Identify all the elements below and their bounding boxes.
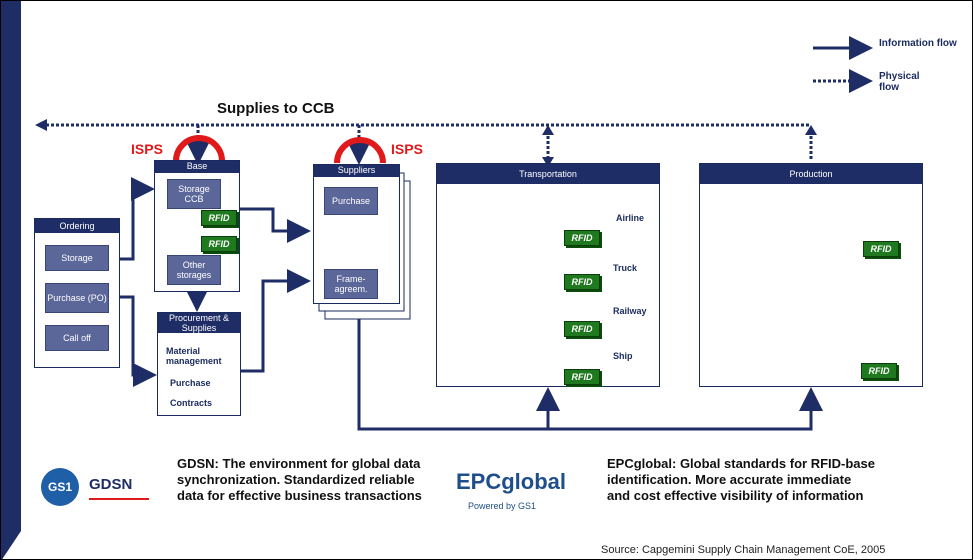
isps-label-suppliers: ISPS (391, 141, 423, 157)
suppliers-title: Suppliers (314, 165, 399, 177)
epc-description: EPCglobal: Global standards for RFID-bas… (607, 456, 875, 503)
mode-truck: Truck (613, 263, 638, 273)
mode-airline: Airline (616, 213, 645, 223)
gdsn-logo: GS1 GDSN (41, 468, 161, 508)
transportation-title: Transportation (437, 164, 659, 184)
ordering-title: Ordering (35, 219, 119, 233)
procurement-title: Procurement & Supplies (158, 313, 240, 333)
supplies-label: Supplies to CCB (217, 100, 335, 117)
procurement-box: Procurement & Supplies Material manageme… (157, 312, 241, 416)
procurement-contracts: Contracts (170, 398, 213, 408)
left-sidebar-shape (1, 1, 21, 559)
gdsn-description: GDSN: The environment for global data sy… (177, 456, 422, 503)
base-other: Other storages (167, 255, 221, 285)
epc-logo: EPCglobal Powered by GS1 (456, 469, 586, 519)
procurement-purchase: Purchase (170, 378, 211, 388)
rfid-tag: RFID (863, 241, 899, 257)
suppliers-box: Suppliers Purchase Frame-agreem. (313, 164, 400, 304)
production-title: Production (700, 164, 922, 184)
rfid-tag: RFID (564, 369, 600, 385)
rfid-tag: RFID (201, 210, 237, 226)
transportation-box: Transportation (436, 163, 660, 387)
ordering-box: Ordering Storage Purchase (PO) Call off (34, 218, 120, 368)
gs1-logo: GS1 (41, 468, 79, 506)
suppliers-frame: Frame-agreem. (324, 269, 378, 299)
production-box: Production (699, 163, 923, 387)
mode-ship: Ship (613, 351, 633, 361)
epc-powered: Powered by GS1 (468, 501, 537, 511)
ordering-calloff: Call off (45, 325, 109, 351)
rfid-tag: RFID (201, 236, 237, 252)
rfid-tag: RFID (564, 321, 600, 337)
base-box: Base Storage CCB Other storages (154, 160, 240, 292)
rfid-tag: RFID (861, 363, 897, 379)
isps-label-base: ISPS (131, 141, 163, 157)
ordering-purchase: Purchase (PO) (45, 283, 109, 313)
base-storage: Storage CCB (167, 179, 221, 209)
legend-info-label: Information flow (879, 38, 957, 49)
procurement-material: Material management (166, 346, 222, 366)
rfid-tag: RFID (564, 230, 600, 246)
gdsn-logo-text: GDSN (89, 476, 133, 493)
rfid-tag: RFID (564, 274, 600, 290)
legend-physical-label: Physical flow (879, 71, 920, 93)
base-title: Base (155, 161, 239, 173)
gdsn-underline (89, 498, 149, 500)
epc-logo-text: EPCglobal (456, 469, 567, 494)
source-note: Source: Capgemini Supply Chain Managemen… (601, 544, 886, 556)
mode-railway: Railway (613, 306, 647, 316)
ordering-storage: Storage (45, 245, 109, 271)
suppliers-purchase: Purchase (324, 187, 378, 215)
